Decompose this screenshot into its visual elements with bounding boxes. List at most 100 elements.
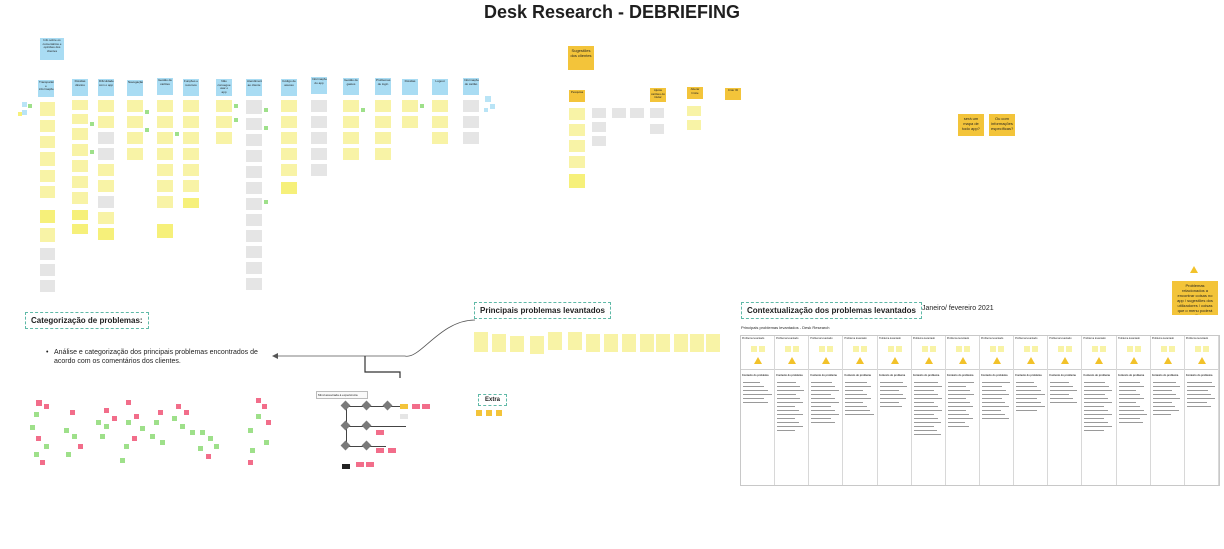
sticky-note (990, 346, 997, 352)
text-line (947, 418, 974, 419)
column-body-lines (982, 382, 1011, 422)
sticky-note (246, 182, 262, 194)
flow-decision (361, 400, 372, 411)
category-header[interactable]: Não consegue usar o app (216, 79, 232, 96)
sticky-note (40, 136, 55, 148)
text-line (913, 386, 943, 387)
row-label: Contexto do problema (776, 374, 803, 377)
text-line (1084, 398, 1109, 399)
sticky-note (484, 108, 488, 112)
text-line (777, 406, 796, 407)
text-line (1084, 430, 1104, 431)
suggestion-header[interactable]: Pesquisa (569, 90, 585, 102)
text-line (811, 414, 839, 415)
sticky-note (22, 110, 27, 115)
sticky-note (72, 128, 88, 140)
category-header[interactable]: Dúvidas (402, 79, 418, 95)
sticky-note (98, 228, 114, 240)
flow-note (400, 414, 408, 419)
sticky-note (44, 444, 49, 449)
sticky-note (208, 436, 213, 441)
sticky-note (250, 448, 255, 453)
column-body-lines (1118, 382, 1148, 426)
category-header[interactable]: Funções e recursos (183, 79, 199, 96)
category-header[interactable]: Dúvidas direitos (72, 79, 88, 96)
context-date: Janeiro/ fevereiro 2021 (922, 305, 994, 312)
text-line (1016, 410, 1037, 411)
text-line (777, 422, 799, 423)
sticky-note (1058, 346, 1065, 352)
category-header[interactable]: Dificuldades com o app (98, 79, 114, 96)
category-header[interactable]: Código de acesso (281, 79, 297, 96)
text-line (1084, 422, 1108, 423)
suggestions-note[interactable]: Sugestões dos clientes (568, 46, 594, 70)
text-line (913, 390, 935, 391)
sticky-note (264, 200, 268, 204)
question-note[interactable]: Ou com informações específicas? (989, 114, 1015, 136)
text-line (811, 398, 836, 399)
warning-icon (993, 357, 1002, 364)
sticky-note (36, 400, 42, 406)
suggestion-header[interactable]: Criar ID (725, 88, 741, 100)
suggestion-header[interactable]: Alterar limite (687, 87, 703, 99)
sticky-note (98, 132, 114, 144)
sticky-note (592, 108, 606, 118)
sticky-note (853, 346, 860, 352)
sticky-note (343, 148, 359, 160)
category-header[interactable]: Transparência e informações (38, 80, 54, 97)
sticky-note (1160, 346, 1167, 352)
text-line (947, 382, 975, 383)
category-header[interactable]: Informações do app (311, 77, 327, 94)
sticky-note (40, 170, 55, 182)
row-label: Contexto do problema (1083, 374, 1110, 377)
row-label: Contexto do problema (1151, 374, 1179, 377)
text-line (913, 418, 938, 419)
sticky-note (234, 118, 238, 122)
warning-icon (788, 357, 797, 364)
text-line (811, 422, 835, 423)
category-header[interactable]: Atendimento ao cliente (246, 79, 262, 96)
text-line (913, 426, 934, 427)
sticky-note (246, 100, 262, 114)
category-header[interactable]: Gestão de gastos (343, 78, 359, 95)
sticky-note (183, 132, 199, 144)
sticky-note (36, 436, 41, 441)
category-header[interactable]: Logout (432, 79, 448, 95)
sticky-note (485, 96, 491, 102)
sticky-note (248, 460, 253, 465)
category-header[interactable]: Informações do cartão (463, 78, 479, 95)
suggestion-header[interactable]: Ajuste cartões do titular (650, 88, 666, 102)
sticky-note (198, 446, 203, 451)
sticky-note (785, 346, 792, 352)
intro-note[interactable]: Info sobre os comentários e opiniões dos… (40, 38, 64, 60)
sticky-note (474, 332, 488, 352)
text-line (947, 422, 966, 423)
flow-note (342, 464, 350, 469)
text-line (982, 406, 1010, 407)
sticky-note (157, 100, 173, 112)
text-line (913, 422, 942, 423)
sticky-note (262, 404, 267, 409)
category-header[interactable]: Gestão de cartões (157, 78, 173, 95)
text-line (1118, 422, 1144, 423)
sticky-note (154, 420, 159, 425)
row-label: Contexto do problema (810, 374, 837, 377)
text-line (913, 410, 942, 411)
text-line (777, 390, 804, 391)
sticky-note (311, 148, 327, 160)
warning-note[interactable]: Problemas relacionados a encontrar coisa… (1172, 281, 1218, 315)
sticky-note (180, 424, 185, 429)
question-note[interactable]: será um mapa de todo app? (958, 114, 984, 136)
category-header[interactable]: Navegação (127, 80, 143, 96)
sticky-note (281, 116, 297, 128)
category-header[interactable]: Problemas de login (375, 78, 391, 95)
sticky-note (530, 336, 544, 354)
text-line (1016, 390, 1042, 391)
flow-note (388, 448, 396, 453)
text-line (811, 418, 831, 419)
